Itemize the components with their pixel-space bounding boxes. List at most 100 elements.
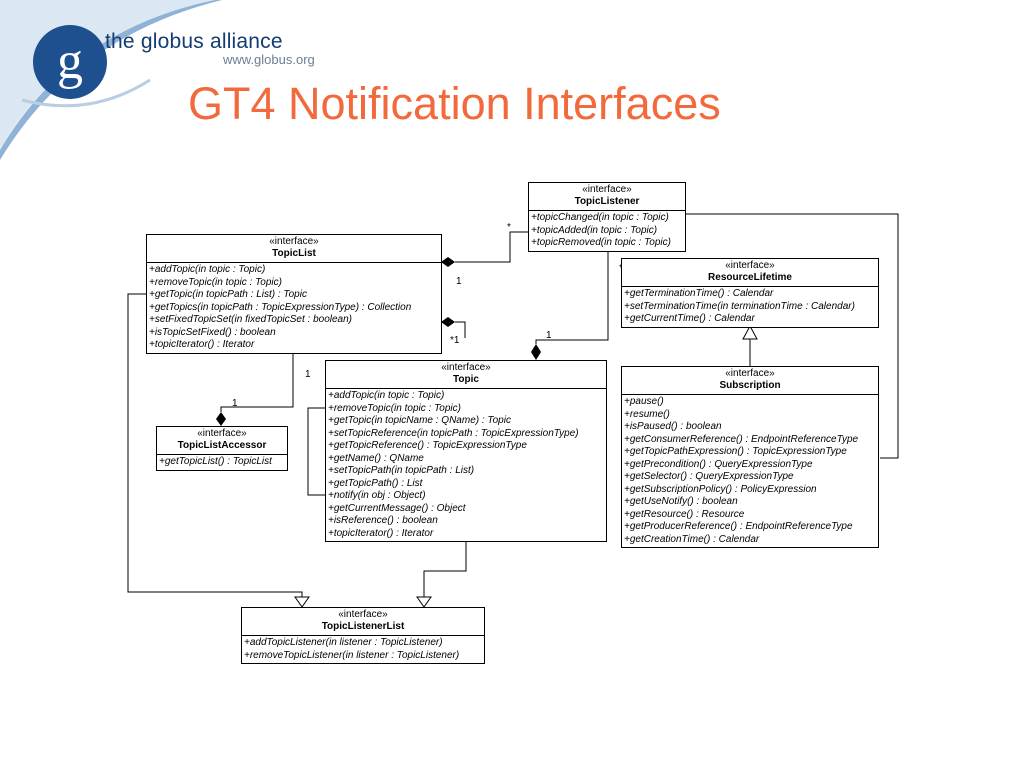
logo-letter: g	[57, 33, 83, 90]
connector-topiclist-accessor	[220, 348, 294, 412]
operation: +getSelector() : QueryExpressionType	[624, 471, 794, 482]
interface-name: TopicListenerList	[321, 621, 405, 632]
operation: +getSubscriptionPolicy() : PolicyExpress…	[624, 483, 817, 495]
stereotype-label: «interface»	[338, 609, 388, 620]
operation: +topicRemoved(in topic : Topic)	[531, 237, 671, 248]
operation: +getPrecondition() : QueryExpressionType	[624, 458, 813, 470]
operation: +getUseNotify() : boolean	[624, 496, 738, 507]
operation: +addTopic(in topic : Topic)	[328, 390, 445, 401]
composition-diamond	[531, 344, 541, 360]
operation: +getTopic(in topicPath : List) : Topic	[149, 289, 307, 300]
interface-topiclistenerlist: «interface» TopicListenerList +addTopicL…	[241, 607, 485, 664]
operation: +setTopicReference(in topicPath : TopicE…	[328, 427, 579, 439]
operation: +removeTopic(in topic : Topic)	[149, 276, 282, 288]
logo-circle	[33, 25, 107, 99]
operation: +topicAdded(in topic : Topic)	[531, 224, 658, 236]
connector-topiclist-topiclistener	[455, 231, 528, 263]
interface-header: «interface» TopicListAccessor	[157, 427, 287, 455]
operation: +setFixedTopicSet(in fixedTopicSet : boo…	[149, 314, 352, 325]
operation: +addTopicListener(in listener : TopicLis…	[244, 637, 443, 648]
header-decoration: g	[0, 0, 222, 160]
interface-name: TopicList	[272, 248, 316, 259]
operation: +getTopicList() : TopicList	[159, 456, 272, 467]
stereotype-label: «interface»	[725, 260, 775, 271]
operation: +getTopic(in topicName : QName) : Topic	[328, 415, 511, 426]
interface-topiclistaccessor: «interface» TopicListAccessor +getTopicL…	[156, 426, 288, 471]
interface-header: «interface» TopicList	[147, 235, 441, 263]
operation-list: +getTerminationTime() : Calendar +setTer…	[622, 287, 878, 327]
stereotype-label: «interface»	[269, 236, 319, 247]
logo-name: the globus alliance	[105, 30, 283, 53]
multiplicity-label: *1	[450, 335, 460, 346]
composition-diamond	[441, 257, 455, 267]
page-title: GT4 Notification Interfaces	[188, 78, 721, 129]
connector-topiclistener-topic	[535, 250, 609, 344]
stereotype-label: «interface»	[725, 368, 775, 379]
operation: +removeTopic(in topic : Topic)	[328, 402, 461, 414]
multiplicity-label: 1	[232, 398, 238, 409]
interface-topiclist: «interface» TopicList +addTopic(in topic…	[146, 234, 442, 354]
operation: +isReference() : boolean	[328, 515, 438, 526]
operation: +pause()	[624, 396, 664, 407]
operation: +getResource() : Resource	[624, 508, 745, 520]
operation: +getTerminationTime() : Calendar	[624, 288, 774, 299]
operation-list: +getTopicList() : TopicList	[157, 455, 287, 470]
interface-name: ResourceLifetime	[708, 272, 792, 283]
stereotype-label: «interface»	[582, 184, 632, 195]
composition-diamond	[216, 412, 226, 426]
interface-header: «interface» Subscription	[622, 367, 878, 395]
multiplicity-label: 1	[546, 330, 552, 341]
interface-header: «interface» TopicListener	[529, 183, 685, 211]
connector-topiclist-topic	[455, 321, 466, 338]
operation: +getConsumerReference() : EndpointRefere…	[624, 433, 859, 445]
interface-header: «interface» Topic	[326, 361, 606, 389]
interface-name: Subscription	[719, 380, 781, 391]
operation: +getName() : QName	[328, 452, 424, 464]
interface-header: «interface» ResourceLifetime	[622, 259, 878, 287]
multiplicity-label: *	[619, 263, 623, 274]
operation: +topicChanged(in topic : Topic)	[531, 212, 669, 223]
operation: +setTerminationTime(in terminationTime :…	[624, 300, 855, 312]
operation: +removeTopicListener(in listener : Topic…	[244, 649, 460, 661]
connector-topiclist-topiclistenerlist	[127, 293, 303, 597]
interface-topiclistener: «interface» TopicListener +topicChanged(…	[528, 182, 686, 252]
multiplicity-label: 1	[456, 276, 462, 287]
connector-topic-self	[307, 407, 326, 496]
operation: +getTopicReference() : TopicExpressionTy…	[328, 440, 527, 451]
multiplicity-label: 1	[305, 369, 311, 380]
operation: +getCreationTime() : Calendar	[624, 533, 760, 545]
generalization-arrow	[742, 324, 758, 340]
operation: +resume()	[624, 408, 670, 420]
interface-name: Topic	[453, 374, 479, 385]
composition-diamond	[441, 317, 455, 327]
operation: +setTopicPath(in topicPath : List)	[328, 465, 475, 476]
operation: +getTopicPathExpression() : TopicExpress…	[624, 446, 847, 457]
connector-topiclistener-subscription	[685, 213, 899, 459]
stereotype-label: «interface»	[197, 428, 247, 439]
operation: +getCurrentMessage() : Object	[328, 502, 466, 514]
operation: +getProducerReference() : EndpointRefere…	[624, 521, 853, 532]
operation: +notify(in obj : Object)	[328, 490, 426, 501]
operation: +topicIterator() : Iterator	[328, 527, 434, 539]
operation-list: +addTopic(in topic : Topic) +removeTopic…	[147, 263, 441, 353]
operation-list: +addTopicListener(in listener : TopicLis…	[242, 636, 484, 663]
generalization-arrow	[416, 596, 432, 608]
multiplicity-label: *	[507, 222, 511, 233]
operation-list: +pause() +resume() +isPaused() : boolean…	[622, 395, 878, 547]
interface-subscription: «interface» Subscription +pause() +resum…	[621, 366, 879, 548]
operation: +isPaused() : boolean	[624, 421, 722, 432]
operation-list: +addTopic(in topic : Topic) +removeTopic…	[326, 389, 606, 541]
operation-list: +topicChanged(in topic : Topic) +topicAd…	[529, 211, 685, 251]
operation: +addTopic(in topic : Topic)	[149, 264, 266, 275]
operation: +getTopicPath() : List	[328, 477, 423, 489]
operation: +getCurrentTime() : Calendar	[624, 313, 755, 324]
generalization-arrow	[294, 596, 310, 608]
interface-name: TopicListener	[574, 196, 640, 207]
logo-url[interactable]: www.globus.org	[223, 52, 315, 67]
operation: +isTopicSetFixed() : boolean	[149, 326, 276, 338]
interface-resourcelifetime: «interface» ResourceLifetime +getTermina…	[621, 258, 879, 328]
operation: +getTopics(in topicPath : TopicExpressio…	[149, 301, 412, 313]
operation: +topicIterator() : Iterator	[149, 339, 255, 350]
interface-topic: «interface» Topic +addTopic(in topic : T…	[325, 360, 607, 542]
